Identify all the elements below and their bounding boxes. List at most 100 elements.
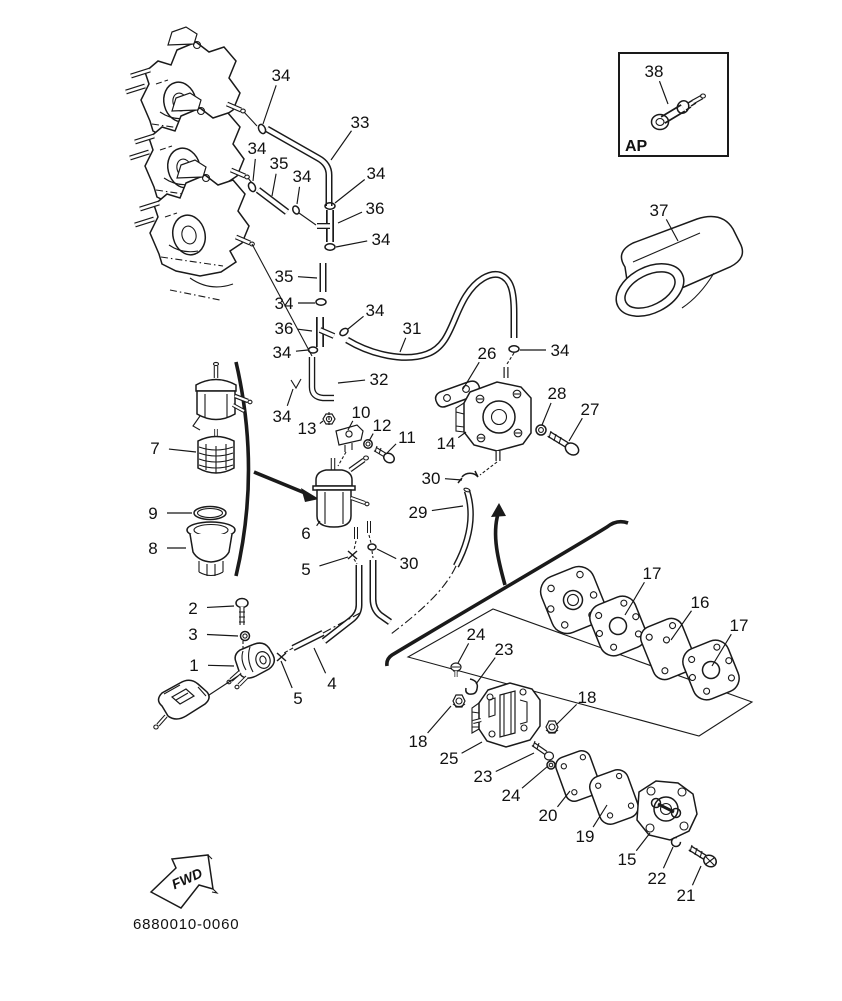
leader-line-26	[462, 361, 480, 390]
callout-5: 5	[293, 689, 302, 708]
filter-subassembly-group	[186, 361, 319, 577]
washer-22	[670, 836, 682, 848]
callout-34: 34	[273, 407, 292, 426]
leader-line-34	[262, 85, 277, 125]
leader-line-24	[457, 643, 470, 664]
carb-joint-gaskets	[539, 565, 740, 701]
fuel-joint-connector	[153, 679, 210, 730]
cock-body-1	[226, 642, 276, 690]
fuel-pump-14	[434, 352, 580, 484]
callout-34: 34	[367, 164, 386, 183]
nut-18a	[452, 694, 466, 708]
pump-screws	[475, 389, 523, 443]
leader-line-22	[662, 846, 674, 869]
callout-29: 29	[409, 503, 428, 522]
callout-30: 30	[400, 554, 419, 573]
leader-line-27	[568, 417, 583, 442]
fuel-pump-exploded	[450, 662, 718, 868]
callout-18: 18	[409, 732, 428, 751]
leader-line-34	[334, 179, 366, 204]
callout-34: 34	[273, 343, 292, 362]
callout-34: 34	[293, 167, 312, 186]
leader-line-25	[461, 741, 483, 754]
leader-line-28	[541, 402, 552, 426]
fuel-pipe-29	[390, 487, 474, 635]
gasket-17b	[682, 639, 740, 701]
screw-23b	[531, 740, 555, 761]
screw-24a	[450, 662, 462, 677]
leader-line-3	[206, 633, 239, 637]
callout-30: 30	[422, 469, 441, 488]
clip-30	[457, 470, 479, 484]
callout-2: 2	[188, 599, 197, 618]
callout-35: 35	[275, 267, 294, 286]
callout-13: 13	[298, 419, 317, 438]
leader-line-35	[271, 173, 277, 197]
leader-line-17	[711, 633, 732, 667]
drawing-number: 6880010-0060	[133, 916, 239, 933]
dividers	[385, 503, 754, 737]
leader-line-10	[347, 420, 354, 431]
carburetor-stack	[126, 27, 313, 357]
leader-line-38	[658, 80, 669, 105]
callout-11: 11	[398, 428, 416, 447]
callout-24: 24	[502, 786, 521, 805]
leader-line-29	[431, 505, 464, 512]
callout-38: 38	[645, 62, 664, 81]
fuel-filter-6	[312, 412, 396, 565]
bolt-11	[373, 445, 396, 464]
callout-20: 20	[539, 806, 558, 825]
callout-4: 4	[327, 674, 336, 693]
callout-36: 36	[275, 319, 294, 338]
leader-line-16	[670, 610, 692, 641]
clip-5b	[276, 652, 287, 662]
leader-line-35	[297, 276, 318, 279]
o-ring-9	[193, 505, 227, 521]
leader-line-32	[337, 379, 366, 384]
leader-line-17	[624, 581, 645, 616]
leader-line-30	[444, 478, 463, 481]
callout-23: 23	[495, 640, 514, 659]
leader-line-4	[313, 647, 327, 674]
callout-24: 24	[467, 625, 486, 644]
leader-line-34	[296, 186, 301, 205]
leader-line-18	[427, 705, 452, 734]
washer-24b	[546, 760, 556, 770]
leader-line-24	[521, 765, 549, 789]
leader-line-30	[376, 548, 397, 560]
callout-32: 32	[370, 370, 389, 389]
callout-18: 18	[578, 688, 597, 707]
filter-assembled-unit	[192, 361, 253, 431]
callout-17: 17	[730, 616, 749, 635]
callout-15: 15	[618, 850, 637, 869]
leader-line-34	[286, 388, 294, 406]
clip-5	[347, 550, 358, 560]
leader-line-36	[297, 328, 313, 332]
bracket-26	[434, 380, 481, 408]
leader-line-5	[319, 556, 349, 567]
callout-23: 23	[474, 767, 493, 786]
callout-31: 31	[403, 319, 422, 338]
leader-line-15	[635, 832, 651, 852]
callout-37: 37	[650, 201, 669, 220]
washer-3	[239, 630, 251, 642]
leader-line-23	[475, 657, 496, 685]
leader-line-21	[691, 865, 702, 886]
callout-5: 5	[301, 560, 310, 579]
leader-line-5	[280, 660, 293, 689]
screw-21	[688, 844, 718, 868]
fwd-arrow: FWD	[149, 854, 219, 909]
leader-line-11	[386, 443, 397, 454]
ring-30	[367, 543, 377, 551]
callout-27: 27	[581, 400, 600, 419]
callout-36: 36	[366, 199, 385, 218]
callout-14: 14	[437, 434, 456, 453]
callout-34: 34	[272, 66, 291, 85]
leader-line-12	[368, 433, 374, 442]
leader-line-34	[295, 349, 309, 352]
filter-element-7	[197, 429, 235, 474]
vent-hose-group	[247, 123, 520, 402]
